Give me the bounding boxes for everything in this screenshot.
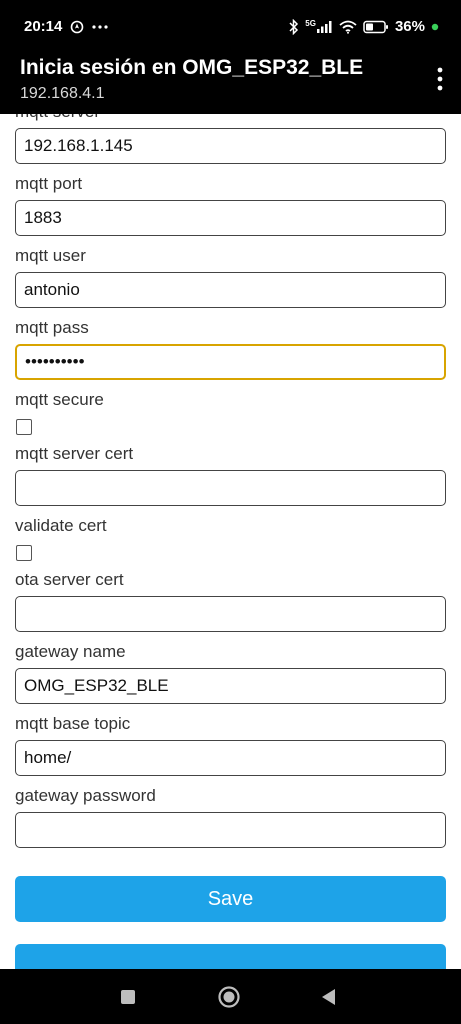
ota-server-cert-label: ota server cert <box>15 570 124 589</box>
location-icon <box>70 18 84 35</box>
gateway-password-input[interactable] <box>15 812 446 848</box>
recents-icon[interactable] <box>98 969 158 1024</box>
battery-icon <box>363 18 389 35</box>
status-time: 20:14 <box>24 17 63 35</box>
home-icon[interactable] <box>199 969 259 1024</box>
secondary-button[interactable] <box>15 944 446 969</box>
mqtt-server-input[interactable] <box>15 128 446 164</box>
validate-cert-label: validate cert <box>15 516 107 535</box>
gateway-password-label: gateway password <box>15 786 156 805</box>
gateway-name-label: gateway name <box>15 642 126 661</box>
mqtt-server-label: mqtt server <box>15 114 446 122</box>
charging-dot-icon <box>431 18 439 35</box>
mqtt-user-input[interactable] <box>15 272 446 308</box>
mqtt-secure-checkbox[interactable] <box>16 419 32 435</box>
page-url: 192.168.4.1 <box>20 85 105 102</box>
network-type-label: 5G <box>305 18 316 28</box>
status-bar: 20:14 5G 36% <box>0 0 461 52</box>
system-nav-bar <box>0 969 461 1024</box>
bluetooth-icon <box>289 17 299 35</box>
page-content: mqtt server mqtt port mqtt user mqtt pas… <box>0 114 461 969</box>
app-bar: Inicia sesión en OMG_ESP32_BLE 192.168.4… <box>0 52 461 114</box>
mqtt-base-topic-input[interactable] <box>15 740 446 776</box>
mqtt-pass-input[interactable] <box>15 344 446 380</box>
back-icon[interactable] <box>298 969 358 1024</box>
mqtt-server-cert-label: mqtt server cert <box>15 444 134 463</box>
validate-cert-checkbox[interactable] <box>16 545 32 561</box>
save-button[interactable]: Save <box>15 876 446 922</box>
mqtt-port-label: mqtt port <box>15 174 83 193</box>
page-title: Inicia sesión en OMG_ESP32_BLE <box>20 56 364 79</box>
ota-server-cert-input[interactable] <box>15 596 446 632</box>
mqtt-port-input[interactable] <box>15 200 446 236</box>
mqtt-base-topic-label: mqtt base topic <box>15 714 131 733</box>
mqtt-pass-label: mqtt pass <box>15 318 89 337</box>
overflow-menu-icon[interactable] <box>433 64 447 94</box>
wifi-icon <box>339 18 357 35</box>
mqtt-secure-label: mqtt secure <box>15 390 104 409</box>
mqtt-user-label: mqtt user <box>15 246 86 265</box>
gateway-name-input[interactable] <box>15 668 446 704</box>
mqtt-server-cert-input[interactable] <box>15 470 446 506</box>
signal-icon: 5G <box>305 18 333 33</box>
more-notifications-icon <box>92 18 108 35</box>
battery-level: 36% <box>394 17 425 35</box>
settings-form: mqtt server mqtt port mqtt user mqtt pas… <box>15 114 446 969</box>
